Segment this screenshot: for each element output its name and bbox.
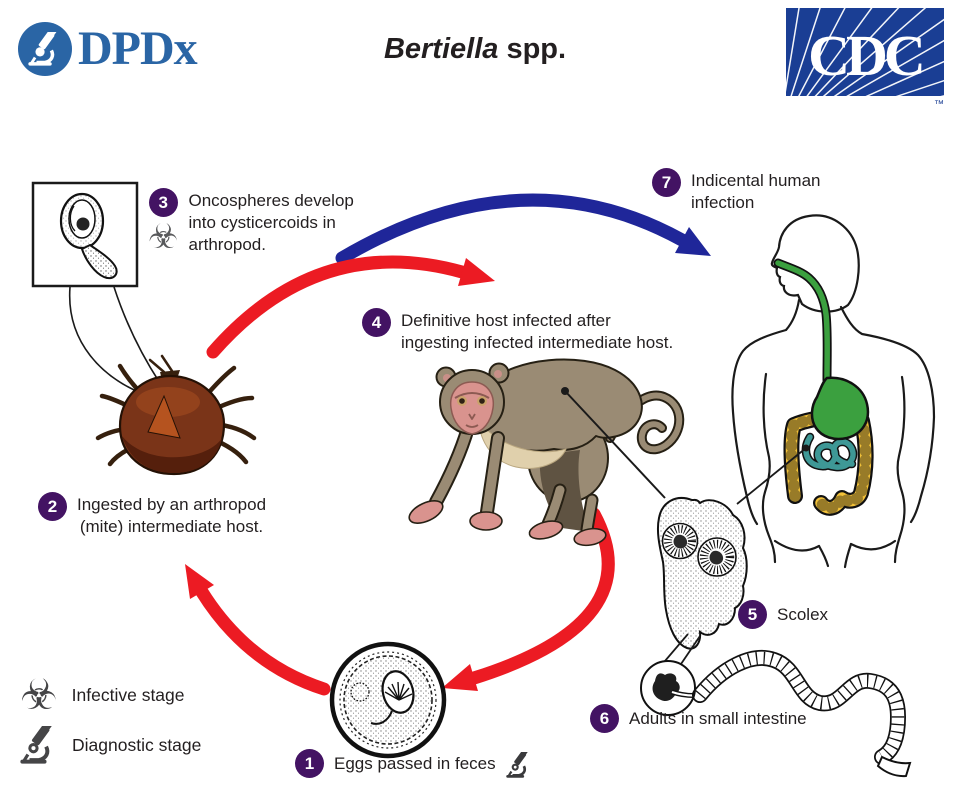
cysticercoid-inset-illustration [31,181,167,399]
step-1-number: 1 [295,749,324,778]
step-2-line2: (mite) intermediate host. [79,517,264,536]
step-6-text: Adults in small intestine [629,708,807,728]
dpdx-brand-text: DPDx [78,22,198,75]
human-illustration [731,214,936,569]
step-5-text: Scolex [777,604,829,624]
legend-diagnostic-row: Diagnostic stage [20,726,201,764]
legend-infective-row: ☣ Infective stage [20,674,201,716]
cdc-trademark: ™ [934,99,944,110]
step-3-line1: Oncospheres develop [188,191,354,210]
title-species: Bertiella [383,33,499,65]
pointer-lines [561,387,810,505]
legend-diagnostic-label: Diagnostic stage [72,734,202,755]
adult-worm-illustration [640,633,912,778]
arrow-incidental-infection [335,193,711,265]
cdc-logo-text: CDC [808,23,922,88]
step-1-text: Eggs passed in feces [334,753,496,773]
legend: ☣ Infective stage Diagnostic stage [20,674,201,764]
legend-infective-label: Infective stage [71,684,185,705]
step-3-block: 3 ☣ Oncospheres develop into cysticercoi… [148,188,354,256]
step-6-number: 6 [590,704,619,733]
step-4-number: 4 [362,308,391,337]
step-4-line2: ingesting infected intermediate host. [401,333,674,352]
step-3-number: 3 [148,188,178,217]
step-4-text: Definitive host infected after ingesting… [401,308,673,354]
step-7-line2: infection [691,193,755,212]
title-suffix: spp. [498,33,567,65]
scolex-illustration [656,497,748,650]
step-5-number: 5 [738,600,767,629]
microscope-icon [506,752,532,778]
step-5-block: 5 Scolex [738,600,828,629]
step-2-number: 2 [38,492,67,521]
microscope-icon [20,726,58,764]
step-2-text: Ingested by an arthropod (mite) intermed… [77,492,266,538]
page-title: Bertiella spp. [300,33,650,66]
step-7-line1: Indicental human [691,171,821,190]
step-3-line2: into cysticercoids in [188,213,336,232]
step-4-line1: Definitive host infected after [401,311,611,330]
monkey-illustration [408,358,685,547]
cdc-logo-background [786,8,944,96]
step-2-line1: Ingested by an arthropod [77,495,267,514]
egg-illustration [329,641,447,759]
dpdx-logo: DPDx [18,22,198,76]
biohazard-icon: ☣ [20,670,58,719]
arrow-host-to-eggs [442,507,615,691]
step-6-block: 6 Adults in small intestine [590,704,807,733]
cdc-logo: CDC ™ [777,1,953,137]
step-7-number: 7 [652,168,681,197]
arrow-mite-to-definitive-host [206,255,495,359]
mite-illustration [95,354,257,476]
step-7-block: 7 Indicental human infection [652,168,820,214]
step-4-block: 4 Definitive host infected after ingesti… [362,308,673,354]
step-3-text: Oncospheres develop into cysticercoids i… [188,188,353,256]
biohazard-icon: ☣ [148,217,179,257]
step-7-text: Indicental human infection [691,168,820,214]
step-2-block: 2 Ingested by an arthropod (mite) interm… [38,492,266,538]
step-1-block: 1 Eggs passed in feces [295,749,532,778]
step-3-line3: arthropod. [188,235,266,254]
arrow-eggs-to-arthropod [185,564,331,696]
dpdx-logo-circle [18,22,72,76]
